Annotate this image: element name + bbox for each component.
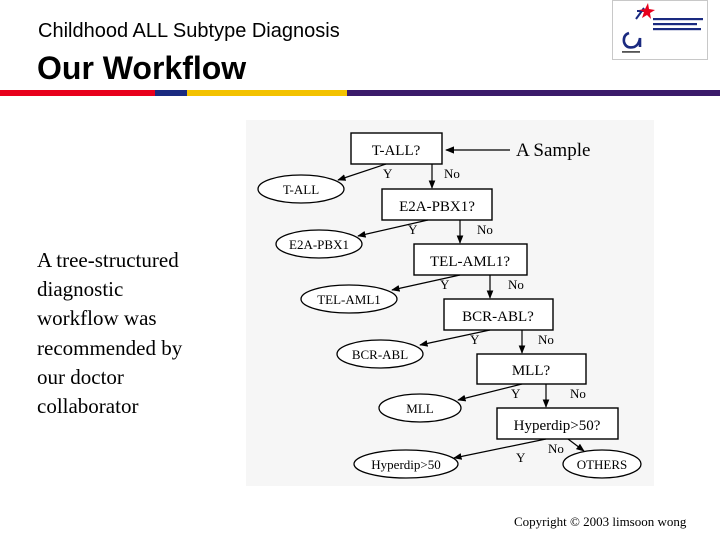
question-node: TEL-AML1? bbox=[413, 243, 528, 276]
question-label: Hyperdip>50? bbox=[514, 418, 601, 434]
question-node: E2A-PBX1? bbox=[381, 188, 493, 221]
no-label: No bbox=[477, 222, 493, 237]
yes-label: Y bbox=[440, 277, 450, 292]
yes-label: Y bbox=[470, 332, 480, 347]
body-line: our doctor bbox=[37, 364, 124, 389]
body-line: A tree-structured bbox=[37, 248, 179, 272]
title-underline-red bbox=[0, 90, 155, 96]
body-line: diagnostic bbox=[37, 277, 124, 302]
yes-arrow bbox=[457, 383, 523, 402]
question-label: T-ALL? bbox=[372, 143, 421, 159]
question-node: Hyperdip>50? bbox=[496, 407, 619, 440]
institute-logo bbox=[612, 0, 708, 60]
slide-title: Our Workflow bbox=[37, 50, 247, 86]
outcome-label: T-ALL bbox=[283, 182, 319, 197]
body-line: workflow was bbox=[37, 306, 157, 331]
workflow-diagram: A Sample T-ALL? E2A-PBX1? TEL-AML1? BCR-… bbox=[246, 120, 654, 486]
question-node: T-ALL? bbox=[350, 132, 443, 165]
outcome-node: T-ALL bbox=[257, 174, 345, 204]
question-node: BCR-ABL? bbox=[443, 298, 554, 331]
no-label: No bbox=[508, 277, 524, 292]
no-label: No bbox=[538, 332, 554, 347]
yes-arrow bbox=[453, 438, 547, 460]
outcome-label: Hyperdip>50 bbox=[371, 457, 440, 472]
logo-mark-icon bbox=[622, 3, 703, 53]
body-line: recommended by bbox=[37, 335, 183, 360]
question-label: E2A-PBX1? bbox=[399, 199, 475, 215]
title-underline-navy bbox=[155, 90, 187, 96]
yes-arrow bbox=[337, 163, 387, 181]
title-underline-purple bbox=[347, 90, 720, 96]
no-arrow bbox=[567, 438, 585, 452]
title-underline-yellow bbox=[187, 90, 347, 96]
outcome-label: E2A-PBX1 bbox=[289, 237, 349, 252]
yes-arrow bbox=[391, 274, 461, 292]
question-label: BCR-ABL? bbox=[462, 309, 534, 325]
question-label: TEL-AML1? bbox=[430, 254, 510, 270]
body-text: A tree-structured diagnostic workflow wa… bbox=[37, 246, 227, 421]
outcome-label: MLL bbox=[406, 401, 434, 416]
outcome-label: OTHERS bbox=[577, 457, 628, 472]
yes-label: Y bbox=[516, 450, 526, 465]
question-node: MLL? bbox=[476, 353, 587, 385]
outcome-label: BCR-ABL bbox=[352, 347, 408, 362]
start-label: A Sample bbox=[516, 140, 590, 161]
outcome-node: Hyperdip>50 bbox=[353, 449, 459, 479]
outcome-node: OTHERS bbox=[562, 449, 642, 479]
yes-arrow bbox=[419, 329, 491, 347]
no-label: No bbox=[570, 386, 586, 401]
yes-arrow bbox=[357, 219, 429, 238]
question-label: MLL? bbox=[512, 363, 551, 379]
no-label: No bbox=[548, 441, 564, 456]
body-line: collaborator bbox=[37, 394, 139, 419]
outcome-label: TEL-AML1 bbox=[317, 292, 381, 307]
slide-subtitle: Childhood ALL Subtype Diagnosis bbox=[38, 20, 340, 42]
yes-label: Y bbox=[511, 386, 521, 401]
copyright-notice: Copyright © 2003 limsoon wong bbox=[514, 514, 687, 529]
outcome-node: MLL bbox=[378, 393, 462, 423]
outcome-node: TEL-AML1 bbox=[300, 284, 398, 314]
no-label: No bbox=[444, 166, 460, 181]
outcome-node: E2A-PBX1 bbox=[275, 229, 363, 259]
yes-label: Y bbox=[408, 222, 418, 237]
outcome-node: BCR-ABL bbox=[336, 339, 424, 369]
yes-label: Y bbox=[383, 166, 393, 181]
workflow-diagram-svg: A Sample T-ALL? E2A-PBX1? TEL-AML1? BCR-… bbox=[257, 132, 642, 479]
